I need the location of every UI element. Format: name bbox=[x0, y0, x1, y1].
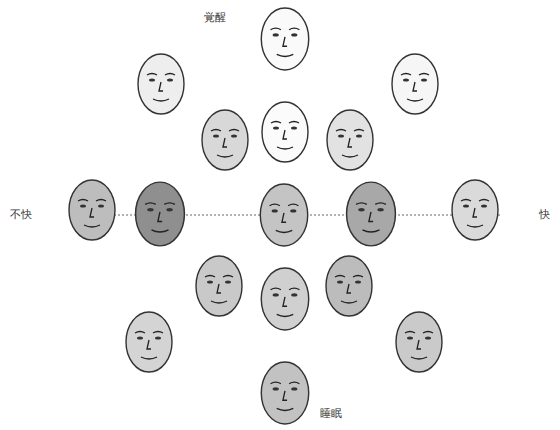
axis-label: 快 bbox=[537, 208, 552, 222]
axis-label: 不快 bbox=[8, 208, 34, 222]
faces bbox=[69, 8, 498, 424]
axis-label: 覚醒 bbox=[202, 11, 228, 25]
axis-label: 睡眠 bbox=[318, 407, 344, 421]
